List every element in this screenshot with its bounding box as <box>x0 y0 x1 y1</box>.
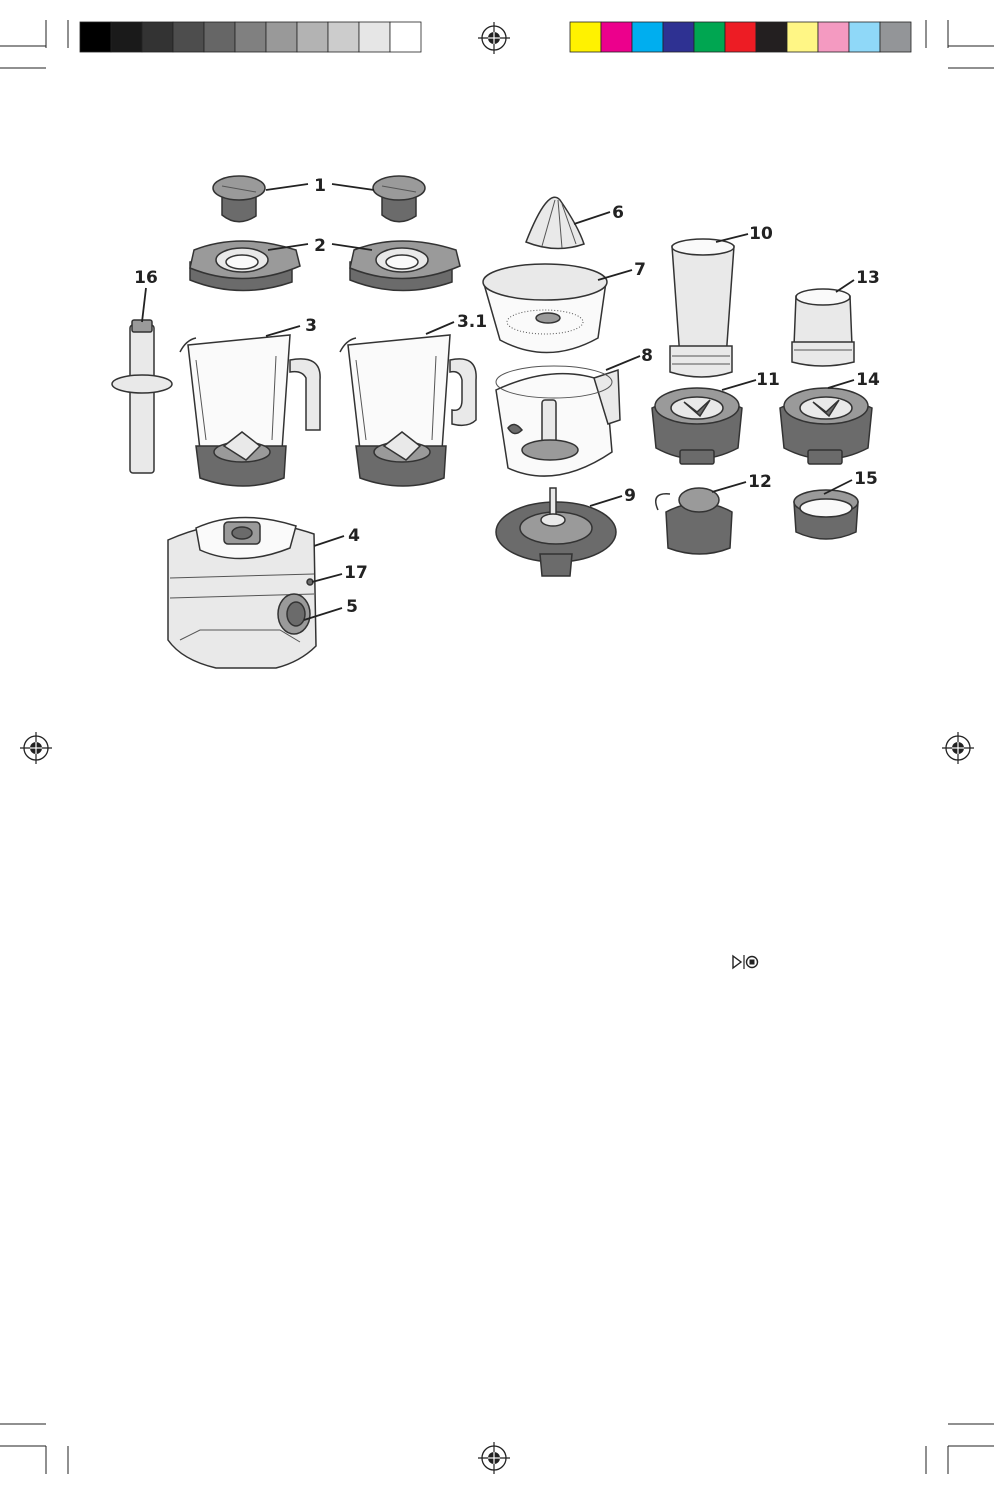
start-stop-icon <box>733 955 758 969</box>
callout-14: 14 <box>856 370 880 390</box>
process-color-swatch <box>694 22 725 52</box>
registration-mark-right <box>942 732 974 764</box>
callout-1: 1 <box>314 176 326 196</box>
callout-5: 5 <box>346 597 358 617</box>
registration-mark-bottom <box>478 1442 510 1474</box>
process-color-swatch <box>570 22 601 52</box>
callout-4: 4 <box>348 526 360 546</box>
process-color-swatch <box>849 22 880 52</box>
crop-marks <box>0 20 994 1474</box>
grayscale-swatch <box>204 22 235 52</box>
grayscale-swatch <box>235 22 266 52</box>
process-color-swatch <box>601 22 632 52</box>
tamper <box>112 320 172 473</box>
grayscale-swatch <box>142 22 173 52</box>
callout-11: 11 <box>756 370 780 390</box>
grayscale-swatch <box>111 22 142 52</box>
grayscale-swatch <box>328 22 359 52</box>
callout-10: 10 <box>749 224 773 244</box>
registration-mark-left <box>20 732 52 764</box>
grayscale-swatch <box>80 22 111 52</box>
control-dial <box>278 594 310 634</box>
callout-17: 17 <box>344 563 368 583</box>
process-color-bar <box>570 22 911 52</box>
grayscale-swatch <box>359 22 390 52</box>
grayscale-color-bar <box>80 22 421 52</box>
to-go-lid <box>656 488 732 554</box>
callout-8: 8 <box>641 346 653 366</box>
callout-7: 7 <box>634 260 646 280</box>
callout-16: 16 <box>134 268 158 288</box>
registration-mark-top <box>478 22 510 54</box>
lid-cap-left <box>213 176 265 222</box>
grayscale-swatch <box>297 22 328 52</box>
personal-cup-tall <box>670 239 734 377</box>
grayscale-swatch <box>173 22 204 52</box>
process-color-swatch <box>632 22 663 52</box>
process-color-swatch <box>663 22 694 52</box>
callout-15: 15 <box>854 469 878 489</box>
callout-3-1: 3.1 <box>457 312 487 332</box>
motor-base <box>168 517 316 668</box>
callout-2: 2 <box>314 236 326 256</box>
blade-assembly-tall <box>652 388 742 464</box>
strainer-basket <box>483 264 607 353</box>
grayscale-swatch <box>390 22 421 52</box>
callout-9: 9 <box>624 486 636 506</box>
process-color-swatch <box>818 22 849 52</box>
blade-assembly-short <box>780 388 872 464</box>
lid-cap-right <box>373 176 425 222</box>
personal-cup-short <box>792 289 854 366</box>
storage-lid <box>794 490 858 539</box>
process-color-swatch <box>880 22 911 52</box>
process-color-swatch <box>725 22 756 52</box>
process-color-swatch <box>756 22 787 52</box>
callout-12: 12 <box>748 472 772 492</box>
callout-13: 13 <box>856 268 880 288</box>
blender-jar-alt <box>340 335 476 486</box>
callout-3: 3 <box>305 316 317 336</box>
grayscale-swatch <box>266 22 297 52</box>
process-color-swatch <box>787 22 818 52</box>
blender-jar <box>180 335 320 486</box>
callout-6: 6 <box>612 203 624 223</box>
drive-adapter-base <box>496 488 616 576</box>
juice-bowl <box>496 366 620 476</box>
